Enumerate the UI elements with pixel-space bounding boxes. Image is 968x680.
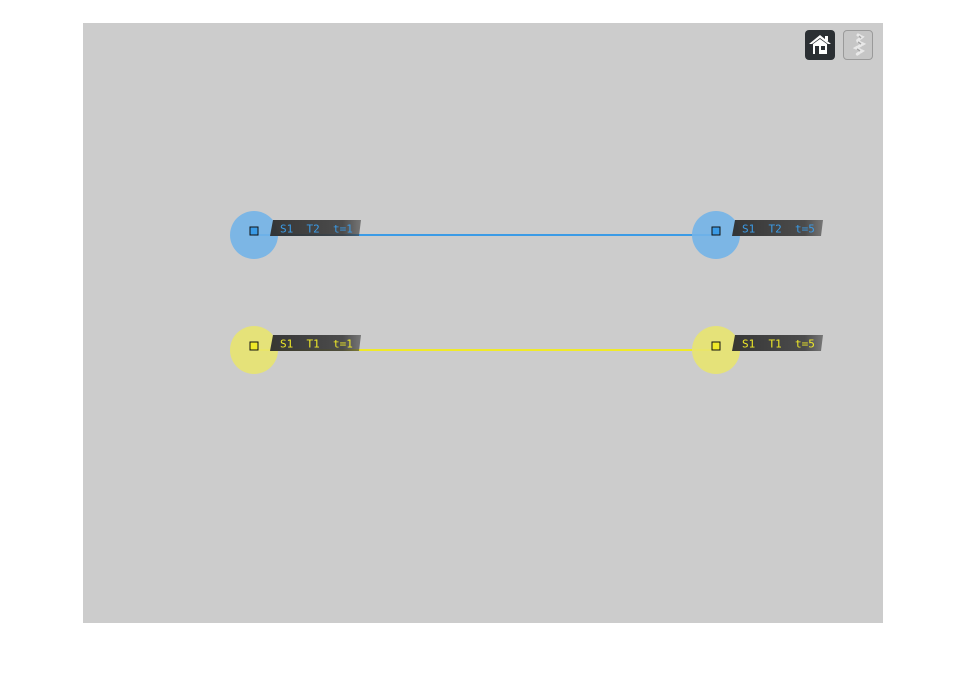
node-marker-end-s1-t2[interactable]	[711, 226, 721, 236]
plot-canvas[interactable]: S1 T2 t=1 S1 T2 t=5 S1 T1 t=1 S1 T1 t=5	[83, 23, 883, 623]
node-marker-start-s1-t1[interactable]	[249, 341, 259, 351]
track-plot[interactable]: S1 T2 t=1 S1 T2 t=5 S1 T1 t=1 S1 T1 t=5	[83, 23, 883, 623]
zoom-selection-button[interactable]	[843, 30, 873, 60]
track-s1-t2: S1 T2 t=1 S1 T2 t=5	[230, 211, 823, 259]
node-marker-start-s1-t2[interactable]	[249, 226, 259, 236]
node-label-end-s1-t2: S1 T2 t=5	[742, 223, 815, 236]
node-label-bg-end-s1-t1	[732, 335, 823, 351]
node-label-start-s1-t2: S1 T2 t=1	[280, 223, 353, 236]
node-label-bg-start-s1-t1	[270, 335, 361, 351]
track-s1-t1: S1 T1 t=1 S1 T1 t=5	[230, 326, 823, 374]
node-label-bg-end-s1-t2	[732, 220, 823, 236]
node-marker-end-s1-t1[interactable]	[711, 341, 721, 351]
node-label-end-s1-t1: S1 T1 t=5	[742, 338, 815, 351]
node-label-bg-start-s1-t2	[270, 220, 361, 236]
home-icon	[809, 35, 831, 54]
node-label-start-s1-t1: S1 T1 t=1	[280, 338, 353, 351]
home-button[interactable]	[805, 30, 835, 60]
zoom-selection-icon	[852, 33, 867, 57]
